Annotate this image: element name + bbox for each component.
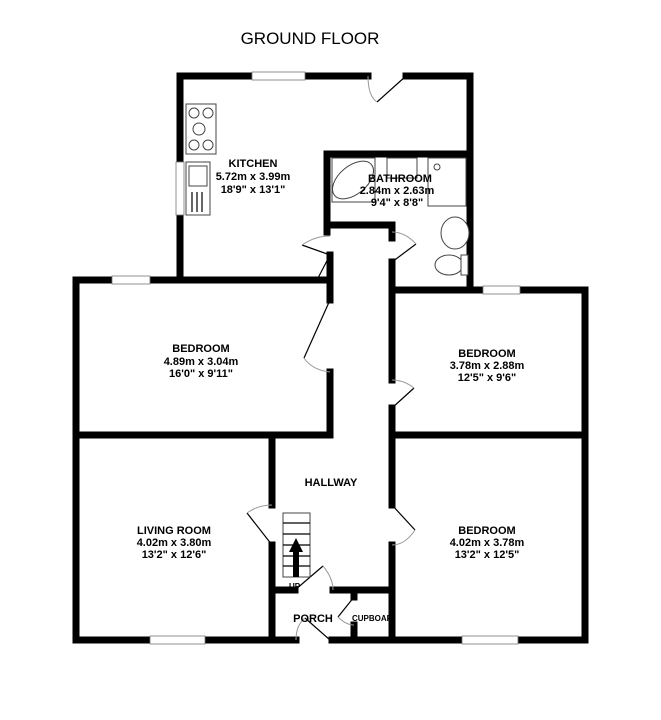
- svg-text:12'5" x 9'6": 12'5" x 9'6": [458, 372, 516, 384]
- porch-label: PORCH: [293, 613, 333, 625]
- hallway-label: HALLWAY: [305, 477, 358, 489]
- svg-text:18'9" x 13'1": 18'9" x 13'1": [221, 184, 286, 196]
- bedroom-left-label: BEDROOM 4.89m x 3.04m 16'0" x 9'11": [164, 343, 239, 380]
- bedroom-right-lower-label: BEDROOM 4.02m x 3.78m 13'2" x 12'5": [450, 525, 525, 561]
- svg-text:16'0" x 9'11": 16'0" x 9'11": [169, 368, 233, 380]
- bedroom-right-upper-label: BEDROOM 3.78m x 2.88m 12'5" x 9'6": [450, 348, 525, 384]
- washbasin-icon: [440, 216, 470, 250]
- stairs-icon: [282, 512, 311, 578]
- svg-text:5.72m x 3.99m: 5.72m x 3.99m: [216, 171, 291, 183]
- svg-text:13'2" x 12'5": 13'2" x 12'5": [455, 549, 520, 561]
- svg-text:LIVING ROOM: LIVING ROOM: [137, 525, 211, 537]
- svg-text:4.02m x 3.80m: 4.02m x 3.80m: [137, 537, 212, 549]
- svg-text:13'2" x 12'6": 13'2" x 12'6": [142, 549, 207, 561]
- cupboard-label: CUPBOAR: [352, 614, 393, 623]
- toilet-icon: [434, 254, 469, 276]
- svg-text:BEDROOM: BEDROOM: [172, 343, 229, 355]
- doors: [246, 75, 417, 641]
- sink-icon: [185, 161, 211, 216]
- room-labels: KITCHEN 5.72m x 3.99m 18'9" x 13'1" BATH…: [137, 158, 525, 625]
- svg-text:BEDROOM: BEDROOM: [458, 525, 515, 537]
- svg-text:4.02m x 3.78m: 4.02m x 3.78m: [450, 537, 525, 549]
- svg-text:BATHROOM: BATHROOM: [368, 173, 432, 185]
- svg-text:KITCHEN: KITCHEN: [229, 158, 278, 170]
- shower-icon: [427, 157, 467, 207]
- basin-icon: [386, 157, 418, 179]
- svg-text:9'4" x 8'8": 9'4" x 8'8": [371, 197, 423, 209]
- svg-text:BEDROOM: BEDROOM: [458, 348, 515, 360]
- hob-icon: [185, 103, 217, 155]
- stairs-up-label: UP: [289, 582, 301, 591]
- fixtures: [185, 103, 470, 578]
- svg-text:2.84m x 2.63m: 2.84m x 2.63m: [360, 185, 435, 197]
- svg-text:4.89m x 3.04m: 4.89m x 3.04m: [164, 356, 239, 368]
- bathroom-label: BATHROOM 2.84m x 2.63m 9'4" x 8'8": [360, 173, 435, 209]
- floor-title: GROUND FLOOR: [241, 29, 380, 48]
- windows: [111, 71, 521, 645]
- walls: [72, 72, 589, 644]
- svg-text:3.78m x 2.88m: 3.78m x 2.88m: [450, 360, 525, 372]
- bath-icon: [331, 157, 376, 203]
- kitchen-label: KITCHEN 5.72m x 3.99m 18'9" x 13'1": [216, 158, 291, 196]
- living-room-label: LIVING ROOM 4.02m x 3.80m 13'2" x 12'6": [137, 525, 212, 561]
